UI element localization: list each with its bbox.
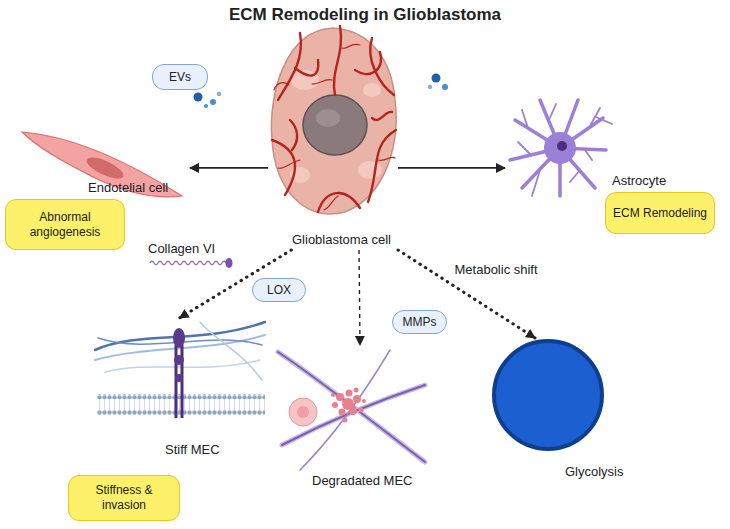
node-text: Stiff MEC (165, 442, 220, 457)
metabolism-node: Glycolysis (490, 338, 640, 483)
vesicle-pill: EVs (152, 64, 208, 90)
glycolysis-circle (494, 341, 602, 449)
node-text: EVs (169, 70, 191, 84)
node-text: Endotelial cell (88, 180, 168, 195)
connector-arrow (359, 250, 360, 345)
connector-arrow (398, 167, 505, 169)
tumor-cell: Glioblastoma cell (268, 28, 398, 250)
degraded-ecm-illustration (278, 350, 425, 470)
connector-arrow (190, 167, 268, 169)
astrocyte-illustration (510, 100, 612, 196)
enzyme-pill: MMPs (392, 310, 447, 334)
effect-box: Stiffness & invasion (68, 475, 180, 521)
endothelial-illustration (22, 132, 182, 197)
node-text: ECM Remodeling (613, 206, 707, 221)
matrix-state: Degradated MEC (272, 345, 432, 490)
effect-box: ECM Remodeling (605, 192, 715, 234)
matrix-state: Stiff MEC (92, 318, 267, 460)
stiff-ecm-illustration (95, 322, 265, 418)
vesicle-dots (194, 74, 449, 109)
free-label: Collagen VI (148, 241, 215, 256)
effect-box: Abnormal angiogenesis (5, 199, 125, 250)
astrocyte-cell: Astrocyte (505, 95, 685, 191)
enzyme-pill: LOX (252, 278, 306, 302)
node-text: Glioblastoma cell (292, 232, 391, 247)
endothelial-cell: Endotelial cell (15, 128, 190, 198)
diagram-title: ECM Remodeling in Glioblastoma (0, 5, 730, 25)
collagen-symbol (150, 258, 233, 268)
node-text: Glycolysis (565, 464, 624, 479)
node-text: LOX (267, 283, 291, 297)
glioblastoma-illustration (271, 26, 396, 214)
node-text: Degradated MEC (312, 473, 412, 488)
edge-label: Metabolic shift (455, 262, 538, 277)
connector-arrow (180, 250, 292, 318)
node-text: Stiffness & invasion (72, 483, 176, 513)
node-text: Astrocyte (612, 173, 666, 188)
node-text: Abnormal angiogenesis (9, 210, 121, 240)
node-text: MMPs (403, 315, 437, 329)
